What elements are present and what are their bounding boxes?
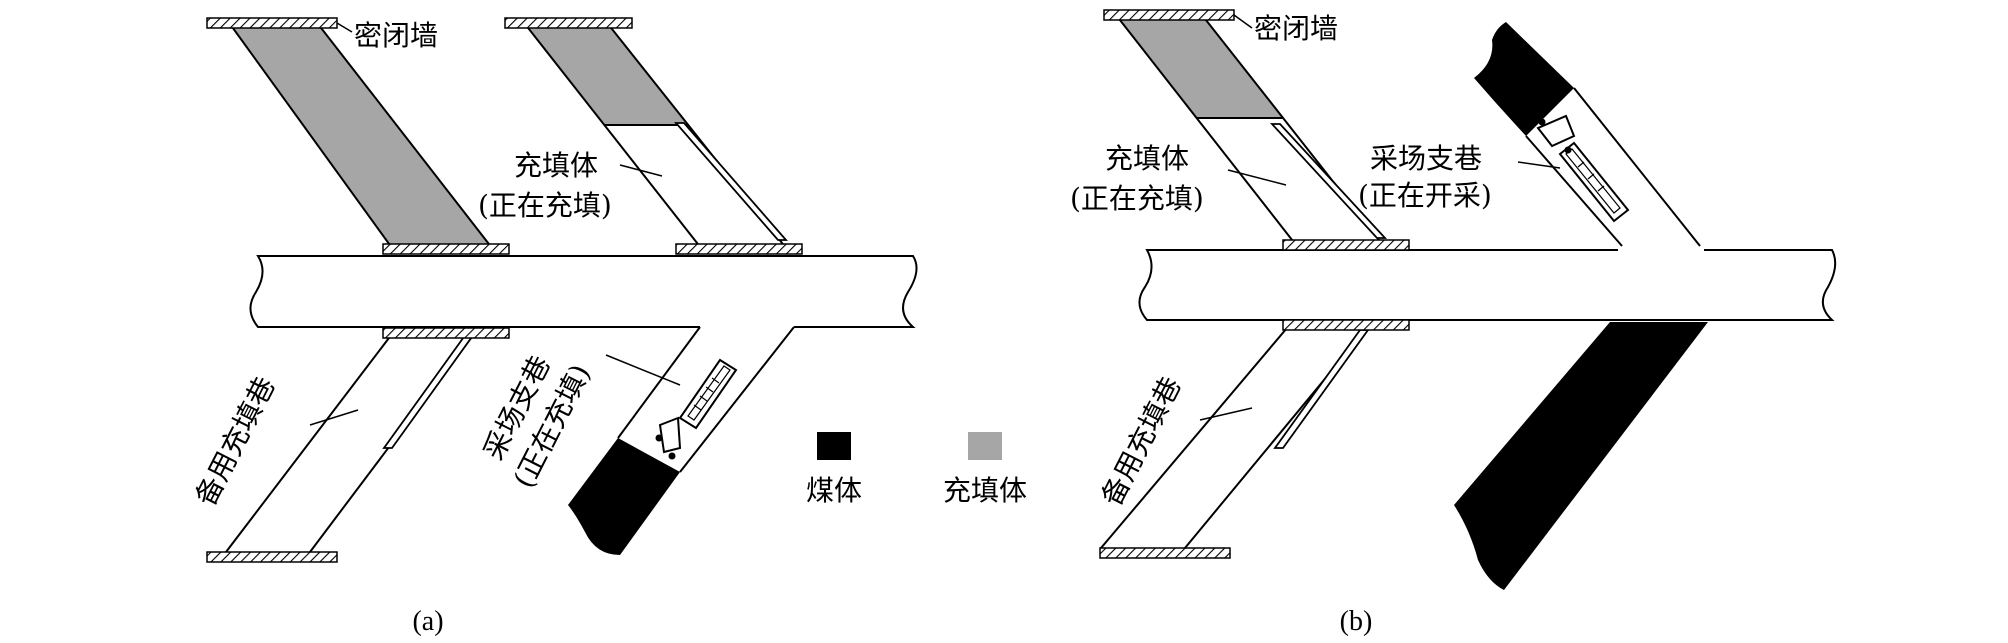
- fill-pipe: [1269, 123, 1388, 239]
- legend-coal-label: 煤体: [806, 474, 862, 507]
- seal-wall: [206, 17, 338, 29]
- main-roadway-b: [1138, 249, 1837, 321]
- fill-body-status-label: (正在充填): [478, 189, 612, 222]
- branch-label: 采场支巷: [1370, 142, 1482, 175]
- caption-b: (b): [1340, 606, 1373, 637]
- seal-wall: [1282, 239, 1410, 251]
- miner-icon: [1536, 114, 1630, 223]
- coal-body-a: [568, 438, 680, 555]
- seal-wall: [382, 327, 510, 339]
- leader-line: [1233, 14, 1253, 29]
- edge: [225, 333, 393, 553]
- panel-b: 密闭墙 充填体 (正在充填) 采场支巷 (正在开采) 备用充填巷 (b): [1070, 9, 1837, 637]
- fill-body-right-a: [525, 24, 688, 125]
- main-roadway-a: [249, 255, 918, 328]
- legend: 煤体 充填体: [806, 432, 1027, 507]
- branch-status-label: (正在开采): [1358, 179, 1492, 212]
- panel-a: 密闭墙 充填体 (正在充填) 备用充填巷 采场支巷 (正在充填) (a): [189, 17, 918, 637]
- edge: [317, 23, 493, 249]
- edge: [229, 23, 393, 249]
- fill-body-label: 充填体: [514, 149, 598, 182]
- seal-wall: [206, 551, 338, 563]
- seal-wall: [1099, 547, 1231, 559]
- coal-swatch: [817, 432, 851, 460]
- seal-wall: [382, 243, 510, 255]
- leader-line: [1227, 169, 1287, 186]
- fill-body-left-a: [230, 24, 492, 248]
- edge: [617, 326, 701, 439]
- leader-line: [1199, 407, 1253, 421]
- edge: [1573, 87, 1701, 247]
- fill-body-status-label: (正在充填): [1070, 182, 1204, 215]
- fill-pipe: [382, 333, 476, 449]
- edge: [679, 326, 795, 473]
- reserve-roadway-label: 备用充填巷: [189, 371, 282, 511]
- leader-line: [336, 22, 353, 33]
- edge: [524, 23, 702, 249]
- edge: [1525, 135, 1623, 247]
- miner-icon: [655, 358, 738, 460]
- seal-wall-label: 密闭墙: [354, 19, 438, 52]
- leader-line: [1517, 161, 1561, 169]
- fill-body-left-b: [1116, 15, 1283, 118]
- leader-line: [605, 354, 681, 386]
- caption-a: (a): [412, 606, 443, 637]
- fill-body-label: 充填体: [1105, 142, 1189, 175]
- leader-line: [309, 409, 359, 426]
- edge: [1115, 14, 1297, 246]
- fill-pipe: [1273, 329, 1370, 449]
- edge: [1100, 327, 1288, 549]
- seal-wall: [504, 17, 633, 29]
- reserve-roadway-label: 备用充填巷: [1095, 371, 1188, 511]
- seal-wall: [1282, 319, 1410, 331]
- legend-fill-label: 充填体: [943, 474, 1027, 507]
- seal-wall-label: 密闭墙: [1254, 12, 1338, 45]
- fill-swatch: [968, 432, 1002, 460]
- fill-pipe: [674, 122, 788, 241]
- leader-line: [619, 164, 663, 177]
- coal-body-b-lower: [1454, 322, 1708, 590]
- seal-wall: [675, 243, 803, 255]
- coal-body-b-upper: [1474, 22, 1574, 136]
- seal-wall: [1103, 9, 1235, 21]
